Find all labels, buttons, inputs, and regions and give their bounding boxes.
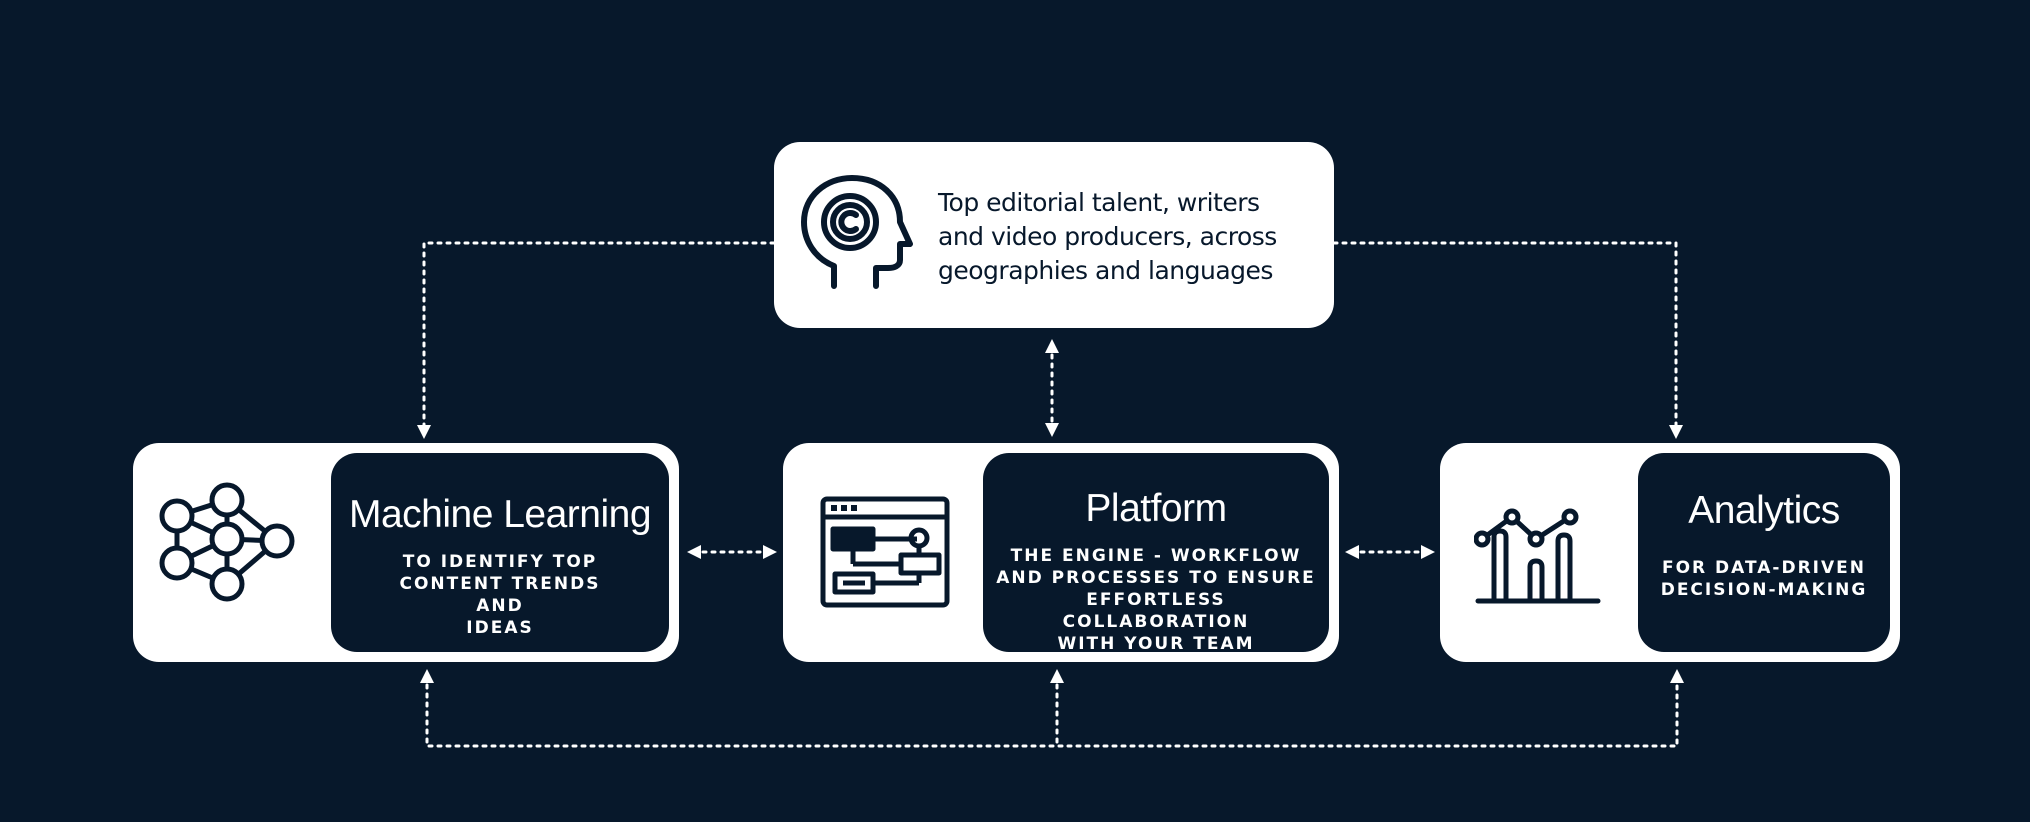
analytics-desc-line: DECISION-MAKING <box>1660 580 1868 600</box>
workflow-window-icon <box>783 443 983 662</box>
platform-desc-line: WITH YOUR TEAM <box>1057 634 1255 654</box>
top-card-editorial: Top editorial talent, writers and video … <box>774 142 1334 328</box>
connector-bottom-loop <box>420 669 1684 748</box>
node-machine-learning: Machine Learning TO IDENTIFY TOP CONTENT… <box>133 443 679 662</box>
top-card-line: Top editorial talent, writers <box>938 188 1260 217</box>
top-card-text: Top editorial talent, writers and video … <box>938 186 1318 288</box>
connector-top-to-analytics <box>1332 241 1683 439</box>
analytics-description: FOR DATA-DRIVEN DECISION-MAKING <box>1638 557 1890 601</box>
top-card-line: and video producers, across <box>938 222 1277 251</box>
node-platform: Platform THE ENGINE - WORKFLOW AND PROCE… <box>783 443 1339 662</box>
platform-title: Platform <box>1085 487 1227 530</box>
ml-title: Machine Learning <box>348 493 652 536</box>
ml-desc-line: CONTENT TRENDS AND <box>399 574 601 616</box>
platform-desc-line: THE ENGINE - WORKFLOW <box>1010 546 1302 566</box>
platform-desc-line: EFFORTLESS COLLABORATION <box>1062 590 1250 632</box>
platform-desc-line: AND PROCESSES TO ENSURE <box>996 568 1316 588</box>
analytics-title: Analytics <box>1688 489 1840 532</box>
top-card-line: geographies and languages <box>938 256 1273 285</box>
copyright-head-icon <box>796 174 916 294</box>
platform-panel: Platform THE ENGINE - WORKFLOW AND PROCE… <box>983 453 1329 655</box>
ml-description: TO IDENTIFY TOP CONTENT TRENDS AND IDEAS <box>331 551 669 639</box>
node-analytics: Analytics FOR DATA-DRIVEN DECISION-MAKIN… <box>1440 443 1900 662</box>
neural-network-icon <box>133 443 331 662</box>
connector-top-to-ml <box>417 241 776 439</box>
ml-desc-line: IDEAS <box>466 618 534 638</box>
ml-desc-line: TO IDENTIFY TOP <box>402 552 598 572</box>
ml-panel: Machine Learning TO IDENTIFY TOP CONTENT… <box>331 453 669 652</box>
analytics-desc-line: FOR DATA-DRIVEN <box>1661 558 1867 578</box>
platform-description: THE ENGINE - WORKFLOW AND PROCESSES TO E… <box>983 545 1329 655</box>
line-bar-chart-icon <box>1440 443 1638 662</box>
analytics-panel: Analytics FOR DATA-DRIVEN DECISION-MAKIN… <box>1638 453 1890 652</box>
